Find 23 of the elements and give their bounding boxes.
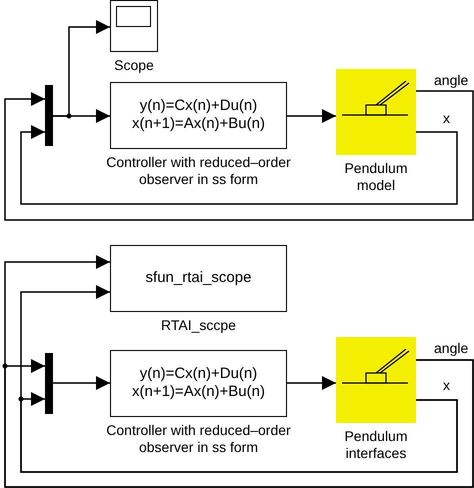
arrow <box>53 376 110 390</box>
arrow <box>20 125 458 205</box>
block-caption: Pendulum interfaces <box>343 428 409 462</box>
arrow <box>20 392 458 473</box>
formula-text: y(n)=Cx(n)+Du(n) <box>138 97 258 115</box>
port-label: angle <box>433 340 470 356</box>
arrow <box>4 359 474 488</box>
block-caption: Scope <box>113 57 155 74</box>
block-caption: Controller with reduced–order observer in ss form <box>105 422 292 456</box>
arrow <box>4 90 474 221</box>
arrow <box>53 109 110 123</box>
block-caption: Pendulum model <box>343 160 409 194</box>
mux-bar <box>45 353 53 414</box>
arrow <box>287 376 336 390</box>
port-label: angle <box>433 72 470 88</box>
block-caption: Controller with reduced–order observer in ss form <box>105 154 292 188</box>
formula-text: sfun_rtai_scope <box>144 269 252 287</box>
formula-text: x(n+1)=Ax(n)+Bu(n) <box>131 383 266 401</box>
formula-text: x(n+1)=Ax(n)+Bu(n) <box>131 115 266 133</box>
arrow <box>287 109 336 123</box>
mux-bar <box>45 85 53 146</box>
formula-text: y(n)=Cx(n)+Du(n) <box>138 365 258 383</box>
block-caption: RTAI_sccpe <box>160 317 237 334</box>
